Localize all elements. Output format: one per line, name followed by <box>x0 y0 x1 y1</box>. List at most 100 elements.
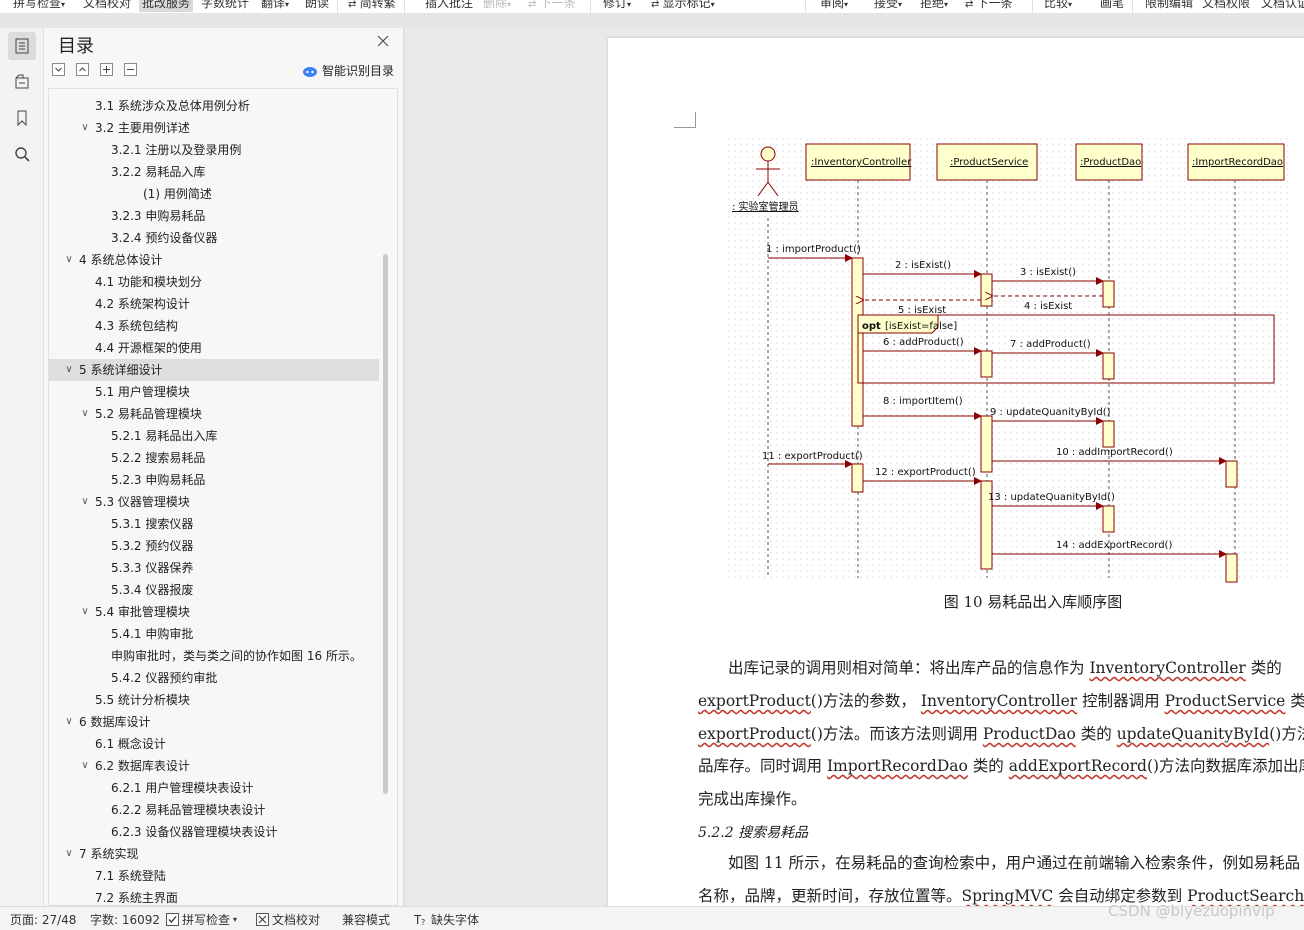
toc-item[interactable]: 5.2.3 申购易耗品 <box>49 469 379 491</box>
toc-item[interactable]: 5.2.2 搜索易耗品 <box>49 447 379 469</box>
toolbar-item-13[interactable]: 接受▾ <box>871 0 905 12</box>
section-heading: 5.2.2 搜索易耗品 <box>698 825 809 841</box>
toc-item[interactable]: ∨5.4 审批管理模块 <box>49 601 379 623</box>
chapter-nav-button[interactable] <box>8 68 36 96</box>
expand-caret-icon[interactable]: ∨ <box>65 254 73 265</box>
toolbar-item-16[interactable]: 比较▾ <box>1041 0 1075 12</box>
toolbar-item-19[interactable]: 文档权限 <box>1199 0 1253 12</box>
toc-item[interactable]: 7.1 系统登陆 <box>49 865 379 887</box>
toolbar-item-7[interactable]: 插入批注 <box>422 0 476 12</box>
toolbar-item-8[interactable]: 删除▾ <box>480 0 514 12</box>
toolbar-item-2[interactable]: 批改服务 <box>139 0 194 12</box>
expand-caret-icon[interactable]: ∨ <box>65 364 73 375</box>
toc-item[interactable]: 4.2 系统架构设计 <box>49 293 379 315</box>
toolbar-item-4[interactable]: 翻译▾ <box>258 0 292 12</box>
lifeline-label-importrecorddao: :ImportRecordDao <box>1192 157 1283 168</box>
toc-item[interactable]: ∨5.2 易耗品管理模块 <box>49 403 379 425</box>
proofread-toggle[interactable]: 文档校对 <box>256 911 320 928</box>
toolbar-item-17[interactable]: 画笔 <box>1097 0 1127 12</box>
toc-item[interactable]: 5.4.1 申购审批 <box>49 623 379 645</box>
toc-item[interactable]: ∨6.2 数据库表设计 <box>49 755 379 777</box>
close-icon[interactable] <box>376 34 390 48</box>
toc-item[interactable]: 3.2.2 易耗品入库 <box>49 161 379 183</box>
smart-toc-button[interactable]: 智能识别目录 <box>302 62 394 79</box>
toc-item[interactable]: 5.5 统计分析模块 <box>49 689 379 711</box>
toc-scrollbar[interactable] <box>383 254 388 794</box>
toolbar-item-label: 比较 <box>1044 0 1069 10</box>
toc-item[interactable]: 3.1 系统涉众及总体用例分析 <box>49 95 379 117</box>
lifeline-label-productservice: :ProductService <box>950 157 1028 168</box>
expand-all-button[interactable] <box>100 63 113 76</box>
toc-item[interactable]: (1) 用例简述 <box>49 183 379 205</box>
expand-caret-icon[interactable]: ∨ <box>81 408 89 419</box>
compat-mode[interactable]: 兼容模式 <box>342 913 391 927</box>
word-count[interactable]: 字数: 16092 <box>90 913 161 927</box>
toc-item[interactable]: 7.2 系统主界面 <box>49 887 379 905</box>
toc-nav-button[interactable] <box>8 32 36 60</box>
toc-item[interactable]: 6.1 概念设计 <box>49 733 379 755</box>
toc-item[interactable]: ∨7 系统实现 <box>49 843 379 865</box>
toc-item[interactable]: 4.3 系统包结构 <box>49 315 379 337</box>
toc-item-label: 7.1 系统登陆 <box>95 869 166 883</box>
toolbar-item-1[interactable]: 文档校对 <box>80 0 134 12</box>
expand-caret-icon[interactable]: ∨ <box>81 606 89 617</box>
toolbar-item-3[interactable]: 字数统计 <box>198 0 252 12</box>
toc-item[interactable]: 5.3.3 仪器保养 <box>49 557 379 579</box>
toc-item[interactable]: 3.2.3 申购易耗品 <box>49 205 379 227</box>
expand-caret-icon[interactable]: ∨ <box>81 760 89 771</box>
toolbar-item-20[interactable]: 文档认证 <box>1258 0 1304 12</box>
opt-label: opt <box>862 321 881 332</box>
toolbar-item-15[interactable]: ⇄ 下一条 <box>962 0 1016 12</box>
search-nav-button[interactable] <box>8 140 36 168</box>
toc-item[interactable]: 3.2.1 注册以及登录用例 <box>49 139 379 161</box>
toc-item[interactable]: 5.2.1 易耗品出入库 <box>49 425 379 447</box>
activation-ps-3 <box>980 415 993 473</box>
toolbar-item-0[interactable]: 拼写检查▾ <box>10 0 68 12</box>
toc-item[interactable]: 申购审批时，类与类之间的协作如图 16 所示。 <box>49 645 379 667</box>
toc-item[interactable]: 6.2.3 设备仪器管理模块表设计 <box>49 821 379 843</box>
toc-item[interactable]: 5.4.2 仪器预约审批 <box>49 667 379 689</box>
toc-item-label: 3.2.4 预约设备仪器 <box>111 231 218 245</box>
toolbar-item-18[interactable]: 限制编辑 <box>1142 0 1196 12</box>
toc-item[interactable]: 4.4 开源框架的使用 <box>49 337 379 359</box>
toc-item-label: 6.1 概念设计 <box>95 737 166 751</box>
toc-item[interactable]: 5.3.2 预约仪器 <box>49 535 379 557</box>
toc-item[interactable]: 6.2.1 用户管理模块表设计 <box>49 777 379 799</box>
toolbar-item-9[interactable]: ⇄ 下一条 <box>525 0 579 12</box>
toc-item[interactable]: 5.3.4 仪器报废 <box>49 579 379 601</box>
missing-font-button[interactable]: T? 缺失字体 <box>414 911 479 928</box>
toolbar-item-11[interactable]: ⇄ 显示标记▾ <box>648 0 718 12</box>
activation-ps-2 <box>980 350 993 378</box>
expand-caret-icon[interactable]: ∨ <box>65 716 73 727</box>
spell-check-toggle[interactable]: 拼写检查 ▾ <box>166 911 237 928</box>
toc-item[interactable]: ∨5.3 仪器管理模块 <box>49 491 379 513</box>
activation-ir-1 <box>1225 460 1238 488</box>
toc-item[interactable]: ∨ 5 系统详细设计 <box>49 359 379 381</box>
toc-item[interactable]: 3.2.4 预约设备仪器 <box>49 227 379 249</box>
expand-caret-icon[interactable]: ∨ <box>65 848 73 859</box>
toc-item[interactable]: 5.1 用户管理模块 <box>49 381 379 403</box>
toc-item[interactable]: 5.3.1 搜索仪器 <box>49 513 379 535</box>
expand-caret-icon[interactable]: ∨ <box>81 122 89 133</box>
toc-item-label: 3.1 系统涉众及总体用例分析 <box>95 99 250 113</box>
toolbar-item-6[interactable]: ⇄ 简转繁 <box>345 0 399 12</box>
toc-item[interactable]: ∨4 系统总体设计 <box>49 249 379 271</box>
bookmark-nav-button[interactable] <box>8 104 36 132</box>
expand-caret-icon[interactable]: ∨ <box>81 496 89 507</box>
page-indicator[interactable]: 页面: 27/48 <box>10 913 77 927</box>
toc-item[interactable]: 4.1 功能和模块划分 <box>49 271 379 293</box>
collapse-up-button[interactable] <box>76 63 89 76</box>
toc-item[interactable]: 6.2.2 易耗品管理模块表设计 <box>49 799 379 821</box>
toc-item[interactable]: ∨6 数据库设计 <box>49 711 379 733</box>
toc-item-label: 5 系统详细设计 <box>79 363 163 377</box>
toolbar-item-12[interactable]: 审阅▾ <box>817 0 851 12</box>
toolbar-item-10[interactable]: 修订▾ <box>600 0 634 12</box>
toolbar-item-14[interactable]: 拒绝▾ <box>917 0 951 12</box>
toolbar-item-label: 修订 <box>603 0 628 10</box>
collapse-down-button[interactable] <box>52 63 65 76</box>
collapse-all-button[interactable] <box>124 63 137 76</box>
toolbar-item-5[interactable]: 朗读 <box>302 0 332 12</box>
toc-item[interactable]: ∨3.2 主要用例详述 <box>49 117 379 139</box>
toolbar-item-label: 拼写检查 <box>13 0 62 10</box>
figure-caption: 图 10 易耗品出入库顺序图 <box>943 593 1123 611</box>
